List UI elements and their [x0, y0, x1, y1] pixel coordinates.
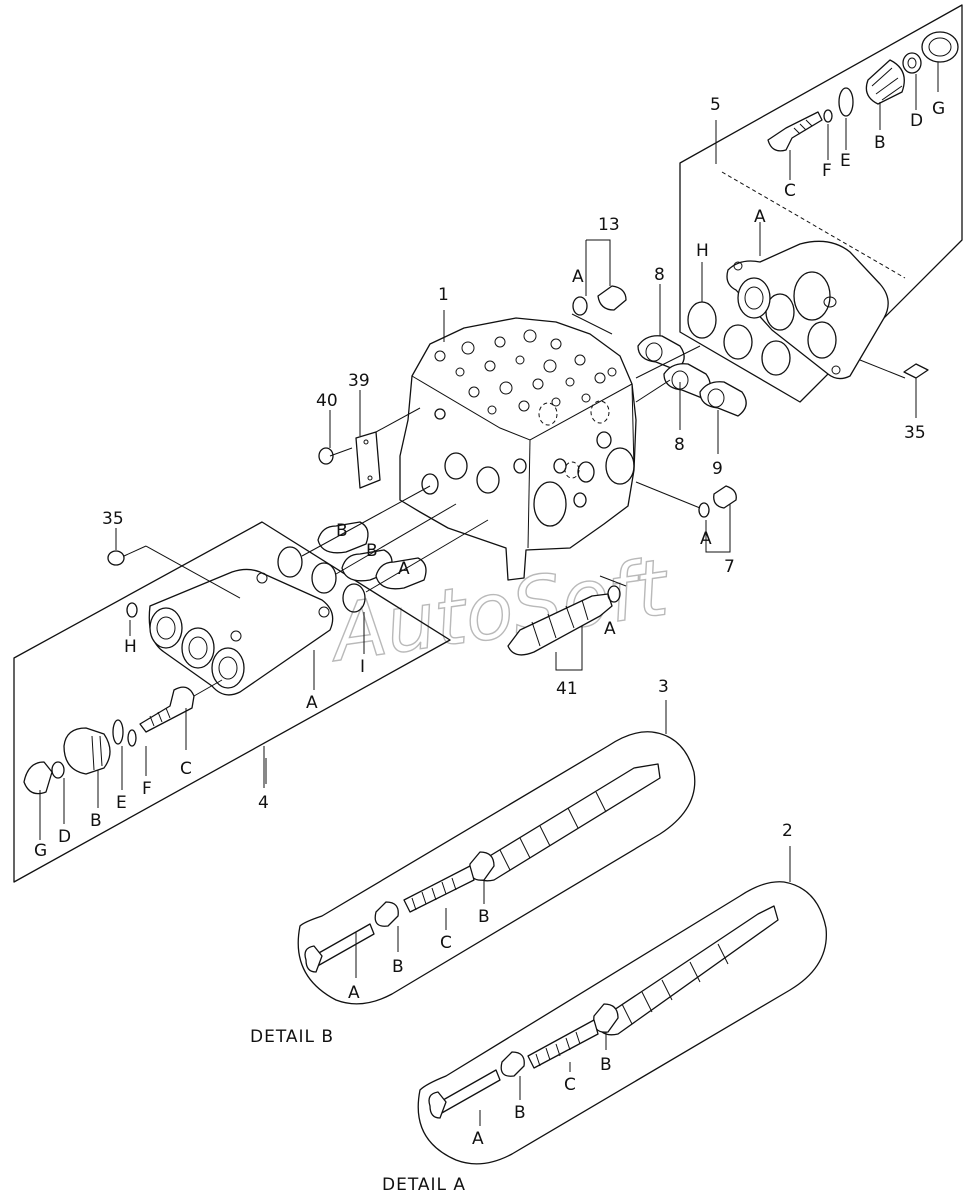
label-b2-detail-b: B	[478, 907, 490, 927]
label-a-cover-right: A	[754, 207, 766, 227]
callout-35-right: 35	[904, 423, 926, 443]
detail-a-label: DETAIL A	[382, 1175, 466, 1195]
label-b-right: B	[874, 133, 886, 153]
label-a-plug-7: A	[700, 529, 712, 549]
cover-a-right	[726, 240, 889, 380]
plunger-c-right	[767, 111, 823, 152]
label-a-seal-3: A	[398, 559, 410, 579]
detail-a-frame	[417, 881, 827, 1165]
callout-39: 39	[348, 371, 370, 391]
label-f-left: F	[142, 779, 152, 799]
cap-g-right	[921, 31, 959, 63]
leader-lines	[39, 62, 939, 1126]
callout-8a: 8	[654, 265, 665, 285]
orings-e-f-left	[112, 719, 137, 747]
label-a-detail-b: A	[348, 983, 360, 1003]
callout-7: 7	[724, 557, 735, 577]
label-b-seal-1: B	[336, 521, 348, 541]
label-b-seal-2: B	[366, 541, 378, 561]
label-f-right: F	[822, 161, 832, 181]
callout-8b: 8	[674, 435, 685, 455]
label-d-left: D	[58, 827, 71, 847]
label-c-left: C	[180, 759, 192, 779]
label-g-left: G	[34, 841, 47, 861]
cap-g-left	[23, 761, 53, 795]
nut-d-left	[51, 761, 65, 779]
label-d-right: D	[910, 111, 923, 131]
callout-9: 9	[712, 459, 723, 479]
adjuster-b-right	[865, 59, 905, 105]
svg-text:DETAIL A: DETAIL A	[382, 1175, 466, 1195]
oring-e-right	[838, 87, 854, 117]
callout-13: 13	[598, 215, 620, 235]
callout-41: 41	[556, 679, 578, 699]
label-e-right: E	[840, 151, 851, 171]
nut-d-right	[902, 52, 922, 74]
callout-4: 4	[258, 793, 269, 813]
plug-7	[635, 481, 737, 518]
sleeves-8-9	[635, 335, 747, 417]
adjuster-b-left	[63, 727, 111, 775]
callout-5: 5	[710, 95, 721, 115]
oring-f-right	[823, 109, 833, 123]
callout-numbers: 1 2 3 4 5 7 8 8 9 13 35 35 39 40 41	[102, 95, 926, 841]
detail-b-frame	[297, 731, 696, 1005]
label-c-detail-b: C	[440, 933, 452, 953]
callout-35-left: 35	[102, 509, 124, 529]
screw-40	[318, 447, 353, 465]
screw-35-left	[107, 545, 241, 599]
plunger-c-left	[139, 679, 223, 733]
label-a-cover-left: A	[306, 693, 318, 713]
label-b1-detail-b: B	[392, 957, 404, 977]
label-a-plug-13: A	[572, 267, 584, 287]
callout-1: 1	[438, 285, 449, 305]
callout-3: 3	[658, 677, 669, 697]
label-g-right: G	[932, 99, 945, 119]
valve-body-1	[399, 317, 637, 581]
spool-2	[428, 905, 779, 1119]
plug-13	[571, 285, 627, 335]
orings-i-left	[277, 485, 489, 613]
svg-text:DETAIL B: DETAIL B	[250, 1027, 334, 1047]
detail-b-label: DETAIL B	[250, 1027, 334, 1047]
seals-b-left	[317, 521, 427, 590]
label-c-right: C	[784, 181, 796, 201]
label-c-detail-a: C	[564, 1075, 576, 1095]
label-h-right: H	[696, 241, 709, 261]
cover-a-left	[148, 568, 334, 696]
plate-39	[355, 407, 421, 489]
callout-2: 2	[782, 821, 793, 841]
assembly-4-frame	[13, 521, 451, 883]
plug-h-left	[126, 602, 138, 618]
callout-40: 40	[316, 391, 338, 411]
label-a-detail-a: A	[472, 1129, 484, 1149]
letter-labels: A H C F E B D G A A A B B A H I A C F E …	[34, 99, 945, 1149]
label-b1-detail-a: B	[514, 1103, 526, 1123]
label-h-left: H	[124, 637, 137, 657]
spool-41	[507, 575, 627, 656]
label-b2-detail-a: B	[600, 1055, 612, 1075]
spool-3	[304, 763, 661, 973]
label-b-left: B	[90, 811, 102, 831]
label-a-spool-41: A	[604, 619, 616, 639]
label-i-left: I	[360, 657, 365, 677]
label-e-left: E	[116, 793, 127, 813]
